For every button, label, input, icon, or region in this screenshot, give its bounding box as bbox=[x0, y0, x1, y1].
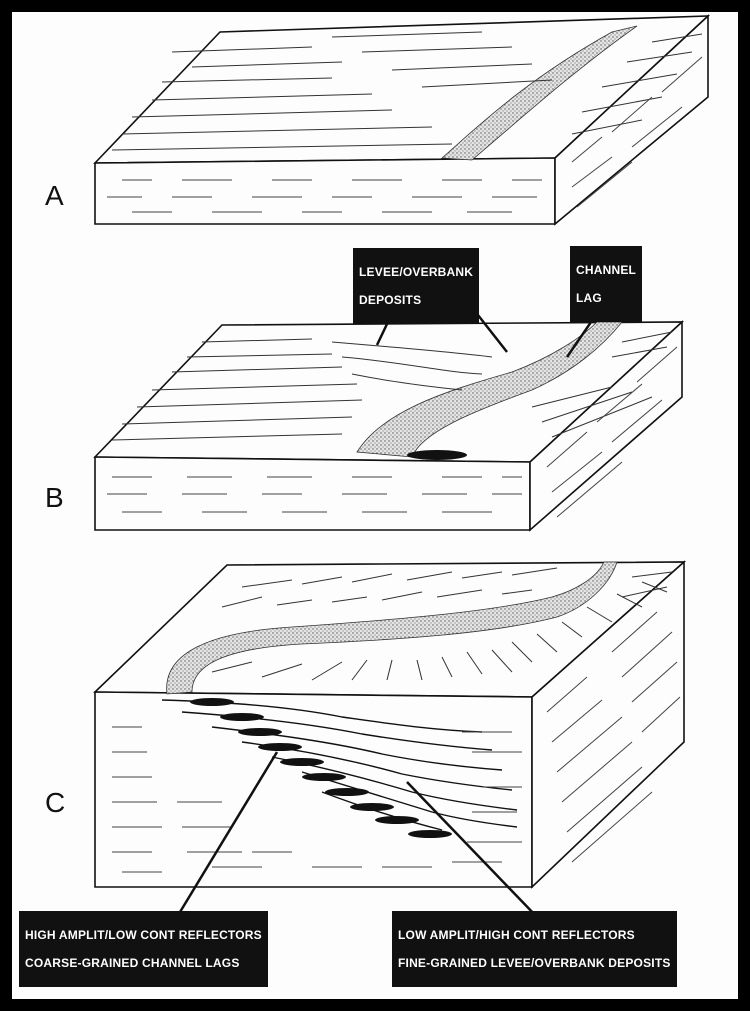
block-b-surface-lines bbox=[111, 331, 673, 441]
block-b-side-lines bbox=[546, 346, 678, 518]
block-c-side-face bbox=[531, 560, 685, 889]
callout-high-amplitude-reflectors: HIGH AMPLIT/LOW CONT REFLECTORS COARSE-G… bbox=[19, 911, 268, 987]
callout-high-amp-line1: HIGH AMPLIT/LOW CONT REFLECTORS bbox=[25, 928, 262, 942]
block-a-side-lines bbox=[571, 56, 703, 208]
block-c-front-face bbox=[94, 691, 533, 888]
callout-low-amp-line1: LOW AMPLIT/HIGH CONT REFLECTORS bbox=[398, 928, 635, 942]
panel-label-b: B bbox=[45, 482, 64, 513]
block-b-channel-fill bbox=[356, 321, 623, 458]
callout-low-amplitude-reflectors: LOW AMPLIT/HIGH CONT REFLECTORS FINE-GRA… bbox=[392, 911, 677, 987]
panel-label-c: C bbox=[45, 787, 66, 818]
callout-levee-line2: DEPOSITS bbox=[359, 293, 422, 307]
callout-low-amp-line2: FINE-GRAINED LEVEE/OVERBANK DEPOSITS bbox=[398, 956, 671, 970]
block-diagram-svg bbox=[93, 14, 711, 918]
callout-channel-line1: CHANNEL bbox=[576, 263, 637, 277]
callout-levee-overbank-deposits: LEVEE/OVERBANK DEPOSITS bbox=[353, 248, 480, 324]
callout-high-amp-line2: COARSE-GRAINED CHANNEL LAGS bbox=[25, 956, 240, 970]
callout-channel-lag: CHANNEL LAG bbox=[570, 246, 643, 322]
block-c-leader-lines bbox=[175, 751, 538, 918]
block-b-front-lines bbox=[107, 476, 522, 513]
block-c-surface-lines bbox=[211, 567, 673, 681]
block-b-side-face bbox=[529, 320, 683, 532]
block-c-channel-fill bbox=[166, 561, 618, 695]
block-c-side-lines bbox=[546, 611, 681, 863]
block-c bbox=[93, 560, 687, 918]
block-a-surface-lines bbox=[111, 31, 703, 151]
block-a-front-face bbox=[94, 157, 556, 225]
block-c-front-lines bbox=[112, 726, 522, 873]
block-b bbox=[93, 276, 685, 532]
panel-label-a: A bbox=[45, 180, 64, 211]
block-a-channel-fill bbox=[441, 25, 638, 161]
figure-frame: A B C LEVEE/OVERBANK DEPOSITS CHANNEL LA… bbox=[12, 12, 738, 999]
block-a-front-lines bbox=[107, 179, 542, 213]
block-c-channel-lags bbox=[190, 698, 452, 838]
block-a-side-face bbox=[554, 14, 709, 226]
callout-levee-line1: LEVEE/OVERBANK bbox=[359, 265, 474, 279]
block-b-channel-lag-lens bbox=[407, 450, 467, 460]
callout-channel-line2: LAG bbox=[576, 291, 602, 305]
block-a bbox=[93, 14, 711, 226]
